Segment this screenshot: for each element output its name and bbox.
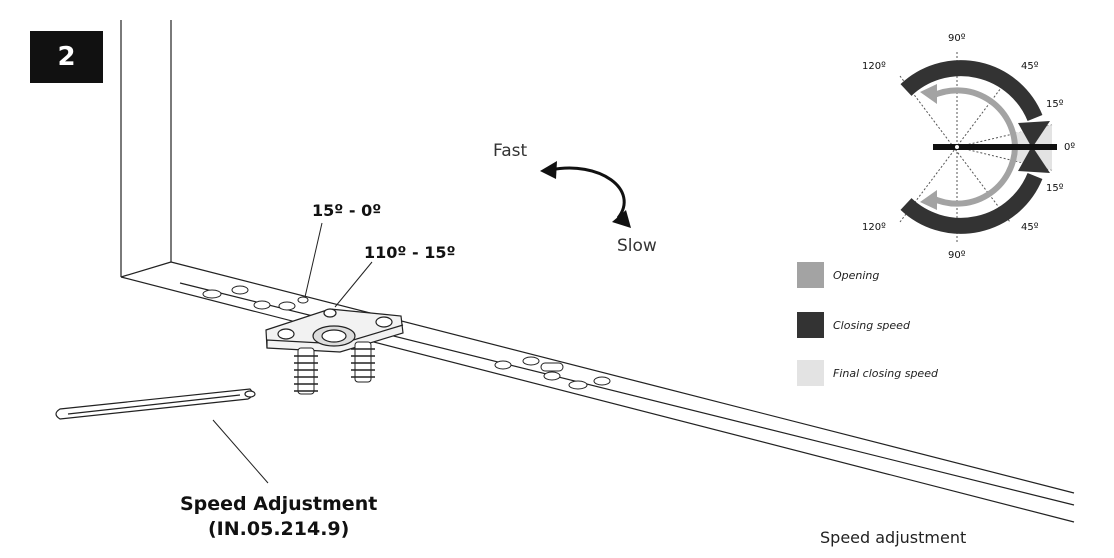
caption: Speed adjustment — [820, 528, 967, 547]
legend-swatch-opening — [797, 262, 824, 288]
angle-15-top: 15º — [1046, 99, 1064, 110]
angle-90-bottom: 90º — [948, 250, 966, 261]
final-range-label: 15º - 0º — [312, 201, 382, 220]
angle-15-bottom: 15º — [1046, 183, 1064, 194]
fast-label: Fast — [493, 141, 528, 161]
tool-name-label: Speed Adjustment — [180, 493, 378, 515]
tool-code-label: (IN.05.214.9) — [208, 518, 350, 540]
angle-45-bottom: 45º — [1021, 222, 1039, 233]
angle-120-top: 120º — [862, 61, 886, 72]
closing-range-label: 110º - 15º — [364, 243, 456, 262]
angle-90-top: 90º — [948, 33, 966, 44]
legend-swatch-final — [797, 360, 824, 386]
angle-0: 0º — [1064, 142, 1076, 153]
angle-45-top: 45º — [1021, 61, 1039, 72]
slow-label: Slow — [617, 236, 657, 256]
legend-label-opening: Opening — [833, 269, 880, 282]
legend-label-final: Final closing speed — [833, 367, 938, 380]
angle-120-bottom: 120º — [862, 222, 886, 233]
legend-label-closing: Closing speed — [833, 319, 910, 332]
step-number-badge: 2 — [30, 31, 103, 83]
legend-swatch-closing — [797, 312, 824, 338]
